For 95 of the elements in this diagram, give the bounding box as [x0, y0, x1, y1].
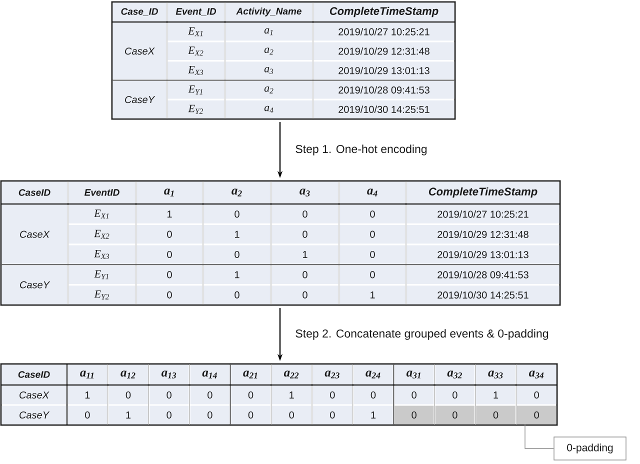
table-cell: 0 [394, 386, 434, 404]
header-cell: Case_ID [112, 2, 166, 22]
table-cell: 0 [272, 406, 312, 424]
table-cell: 2019/10/27 10:25:21 [314, 22, 454, 41]
header-cell: a$_{13}$ [149, 364, 189, 384]
table-cell: 0 [204, 204, 270, 224]
table-cell: 0 [149, 406, 189, 424]
table-cell: 0 [272, 204, 338, 224]
table-cell: 1 [204, 265, 270, 284]
table-cell: 2019/10/29 12:31:48 [314, 42, 454, 60]
table-cell: 0 [272, 225, 338, 244]
table-cell: 1 [108, 406, 148, 424]
table-cell: E$_{Y1}$ [168, 81, 224, 99]
table-cell: 2019/10/29 13:01:13 [314, 62, 454, 80]
table-cell: 0 [340, 204, 406, 224]
table-cell: E$_{X2}$ [168, 42, 224, 60]
table-cell: 0 [190, 386, 230, 404]
table-cell: E$_{Y1}$ [68, 265, 136, 284]
header-cell: a$_{1}$ [136, 182, 202, 204]
table-cell: 0 [231, 386, 270, 404]
header-cell: a$_{32}$ [435, 364, 475, 384]
shaded-cell: 0 [516, 406, 556, 424]
table-cell: 0 [136, 245, 202, 264]
table-cell: 0 [340, 265, 406, 284]
table-cell: CaseY [112, 81, 166, 118]
table-cell: 0 [340, 245, 406, 264]
table-cell: 0 [272, 286, 338, 304]
header-cell: CaseID [2, 182, 68, 204]
table-cell: 0 [108, 386, 148, 404]
header-cell: Event_ID [168, 2, 224, 22]
table-cell: 2019/10/30 14:25:51 [314, 100, 454, 118]
header-cell: a$_{24}$ [354, 364, 393, 384]
header-cell: a$_{22}$ [272, 364, 312, 384]
table-cell: 0 [136, 286, 202, 304]
table-cell: 0 [435, 386, 475, 404]
table-cell: CaseX [2, 386, 66, 404]
table-cell: a$_{1}$ [226, 22, 312, 41]
header-cell: a$_{31}$ [394, 364, 434, 384]
header-cell: a$_{34}$ [516, 364, 556, 384]
table-cell: E$_{Y2}$ [168, 100, 224, 118]
table-cell: 1 [340, 286, 406, 304]
table-cell: E$_{X1}$ [168, 22, 224, 41]
header-cell: a$_{3}$ [272, 182, 338, 204]
shaded-cell: 0 [435, 406, 475, 424]
table-cell: E$_{X1}$ [68, 204, 136, 224]
table-cell: CaseY [2, 265, 68, 304]
edge-label: Step 2. Concatenate grouped events & 0-padding [296, 329, 548, 340]
table-cell: a$_{2}$ [226, 81, 312, 99]
header-cell: a$_{12}$ [108, 364, 148, 384]
table-cell: 0 [354, 386, 393, 404]
table-cell: a$_{4}$ [226, 100, 312, 118]
table-cell: 1 [136, 204, 202, 224]
shaded-cell: 0 [476, 406, 516, 424]
table-cell: 0 [312, 386, 352, 404]
table-cell: 0 [516, 386, 556, 404]
table-cell: E$_{X2}$ [68, 225, 136, 244]
table-cell: 0 [136, 265, 202, 284]
table-cell: E$_{Y2}$ [68, 286, 136, 304]
table-cell: CaseY [2, 406, 66, 424]
table-cell: 0 [136, 225, 202, 244]
table-cell: 0 [190, 406, 230, 424]
callout-box: 0-padding [554, 436, 626, 460]
header-cell: a$_{2}$ [204, 182, 270, 204]
leader-line [524, 424, 554, 449]
header-cell: a$_{33}$ [476, 364, 516, 384]
table-cell: 0 [231, 406, 270, 424]
header-cell: a$_{14}$ [190, 364, 230, 384]
table-cell: a$_{3}$ [226, 62, 312, 80]
header-cell: Activity_Name [226, 2, 312, 22]
table-cell: 0 [68, 406, 108, 424]
table-cell: 0 [272, 265, 338, 284]
header-cell: CompleteTimeStamp [314, 2, 454, 22]
header-cell: a$_{4}$ [340, 182, 406, 204]
table-cell: 2019/10/28 09:41:53 [314, 81, 454, 99]
table-cell: 1 [204, 225, 270, 244]
header-cell: a$_{11}$ [68, 364, 108, 384]
table-cell: 1 [354, 406, 393, 424]
table-cell: 0 [149, 386, 189, 404]
table-cell: 0 [312, 406, 352, 424]
table-cell: 0 [204, 245, 270, 264]
table-cell: 0 [204, 286, 270, 304]
table-cell: 1 [476, 386, 516, 404]
table-cell: E$_{X3}$ [68, 245, 136, 264]
header-cell: a$_{23}$ [312, 364, 352, 384]
table-cell: 1 [272, 386, 312, 404]
table-cell: a$_{2}$ [226, 42, 312, 60]
edge-label: Step 1. One-hot encoding [296, 144, 427, 156]
header-cell: EventID [68, 182, 136, 204]
shaded-cell: 0 [394, 406, 434, 424]
table-cell: E$_{X3}$ [168, 62, 224, 80]
table-cell: 0 [340, 225, 406, 244]
header-cell: CaseID [2, 364, 66, 384]
table-cell: 1 [68, 386, 108, 404]
table-cell: 1 [272, 245, 338, 264]
header-cell: a$_{21}$ [231, 364, 270, 384]
